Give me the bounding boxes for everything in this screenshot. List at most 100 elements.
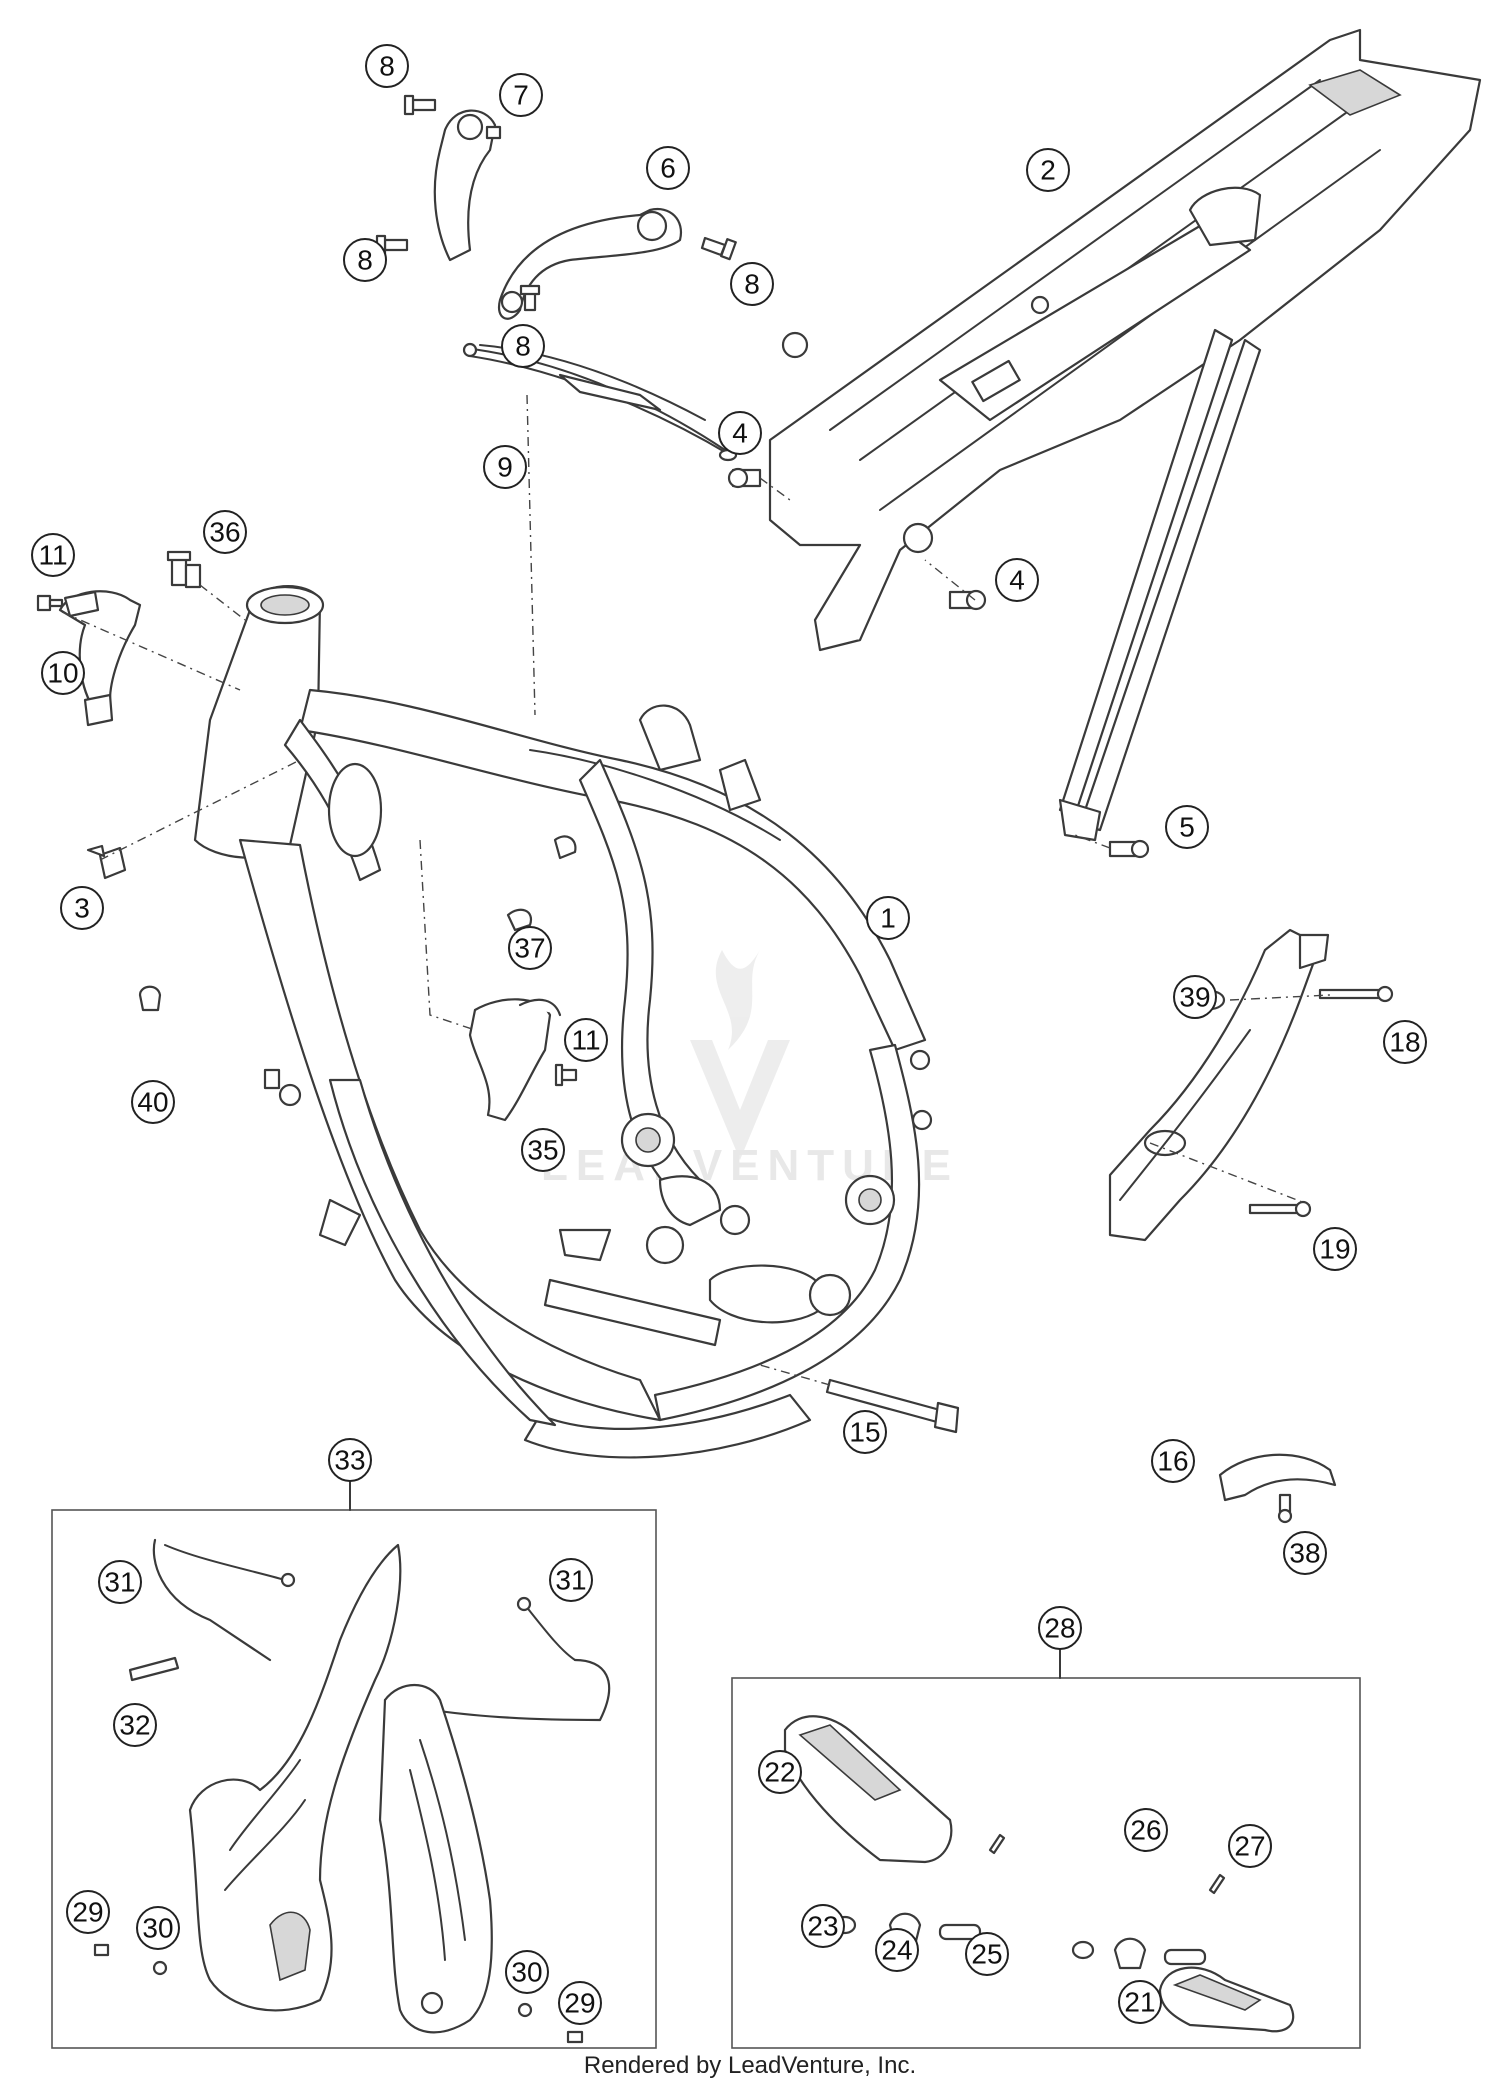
callout-8d: 8 [501,324,545,368]
callout-8b: 8 [343,238,387,282]
fitting-part-36 [166,550,202,589]
svg-text:40: 40 [137,1087,168,1118]
footrest-part-22 [783,1715,953,1864]
svg-text:2: 2 [1040,155,1056,186]
svg-text:29: 29 [72,1897,103,1928]
render-credit: Rendered by LeadVenture, Inc. [583,2052,917,2079]
svg-text:31: 31 [104,1567,135,1598]
footrest-part-21 [1158,1966,1295,2033]
callout-30b: 30 [505,1950,549,1994]
svg-text:4: 4 [1009,565,1025,596]
callout-6: 6 [646,146,690,190]
svg-text:6: 6 [660,153,676,184]
svg-text:36: 36 [209,517,240,548]
bracket-part-10 [58,590,142,727]
callout-33: 33 [328,1438,372,1482]
callout-30a: 30 [136,1906,180,1950]
svg-text:28: 28 [1044,1613,1075,1644]
svg-text:11: 11 [38,540,67,571]
callout-10: 10 [41,651,85,695]
nut-part-40 [138,985,162,1012]
svg-text:3: 3 [74,893,90,924]
svg-text:21: 21 [1124,1987,1155,2018]
callout-18: 18 [1383,1020,1427,1064]
bolts-18-19 [1248,985,1394,1218]
callout-24: 24 [875,1928,919,1972]
svg-text:32: 32 [119,1710,150,1741]
callout-3: 3 [60,886,104,930]
svg-text:24: 24 [881,1935,912,1966]
svg-text:16: 16 [1157,1446,1188,1477]
callout-35: 35 [521,1128,565,1172]
svg-text:30: 30 [511,1957,542,1988]
svg-text:25: 25 [971,1939,1002,1970]
svg-text:8: 8 [379,51,395,82]
callout-7: 7 [499,73,543,117]
clip-part-3 [86,844,127,880]
callout-8c: 8 [730,262,774,306]
svg-text:33: 33 [334,1445,365,1476]
svg-text:9: 9 [497,452,513,483]
callout-37: 37 [508,926,552,970]
svg-text:39: 39 [1179,982,1210,1013]
screw-part-11 [36,594,64,612]
callout-25: 25 [965,1932,1009,1976]
callout-11a: 11 [31,533,75,577]
bolts-8 [375,94,737,312]
svg-text:8: 8 [515,331,531,362]
callout-31a: 31 [98,1560,142,1604]
callout-36: 36 [203,510,247,554]
callout-11b: 11 [564,1018,608,1062]
callout-28: 28 [1038,1606,1082,1650]
callout-8a: 8 [365,44,409,88]
callout-4b: 4 [995,558,1039,602]
callout-29b: 29 [558,1981,602,2025]
svg-text:23: 23 [807,1911,838,1942]
svg-text:31: 31 [555,1565,586,1596]
callout-1: 1 [866,896,910,940]
svg-text:10: 10 [47,658,78,689]
kit-box-33 [51,1509,657,2049]
svg-text:35: 35 [527,1135,558,1166]
callout-15: 15 [843,1410,887,1454]
leader-lines [61,394,1331,1386]
svg-text:4: 4 [732,418,748,449]
grab-handle-part-7 [433,109,502,262]
callout-27: 27 [1228,1824,1272,1868]
cable-clamp-part-37 [506,835,577,932]
callout-23: 23 [801,1904,845,1948]
svg-text:19: 19 [1319,1234,1350,1265]
svg-text:5: 5 [1179,812,1195,843]
bracket-part-35 [468,998,578,1122]
callout-4a: 4 [718,411,762,455]
svg-text:18: 18 [1389,1027,1420,1058]
svg-text:26: 26 [1130,1815,1161,1846]
bolts-4-5 [727,467,1150,859]
svg-text:38: 38 [1289,1538,1320,1569]
slider-part-16 [1218,1453,1337,1524]
callout-21: 21 [1118,1980,1162,2024]
grab-handle-part-6 [497,207,683,320]
callout-38: 38 [1283,1531,1327,1575]
bolt-part-15 [825,1378,960,1434]
rear-subframe [768,28,1482,842]
callout-26: 26 [1124,1808,1168,1852]
callout-19: 19 [1313,1227,1357,1271]
svg-text:29: 29 [564,1988,595,2019]
svg-text:7: 7 [513,80,529,111]
callout-5: 5 [1165,805,1209,849]
svg-text:11: 11 [571,1025,600,1056]
callout-29a: 29 [66,1890,110,1934]
callout-9: 9 [483,445,527,489]
wiring-harness-part-9 [462,342,738,462]
svg-text:37: 37 [514,933,545,964]
callout-31b: 31 [549,1558,593,1602]
callout-40: 40 [131,1080,175,1124]
main-frame [193,584,933,1459]
svg-text:8: 8 [744,269,760,300]
svg-text:27: 27 [1234,1831,1265,1862]
callout-2: 2 [1026,148,1070,192]
chain-guide-part-39 [1108,928,1330,1242]
